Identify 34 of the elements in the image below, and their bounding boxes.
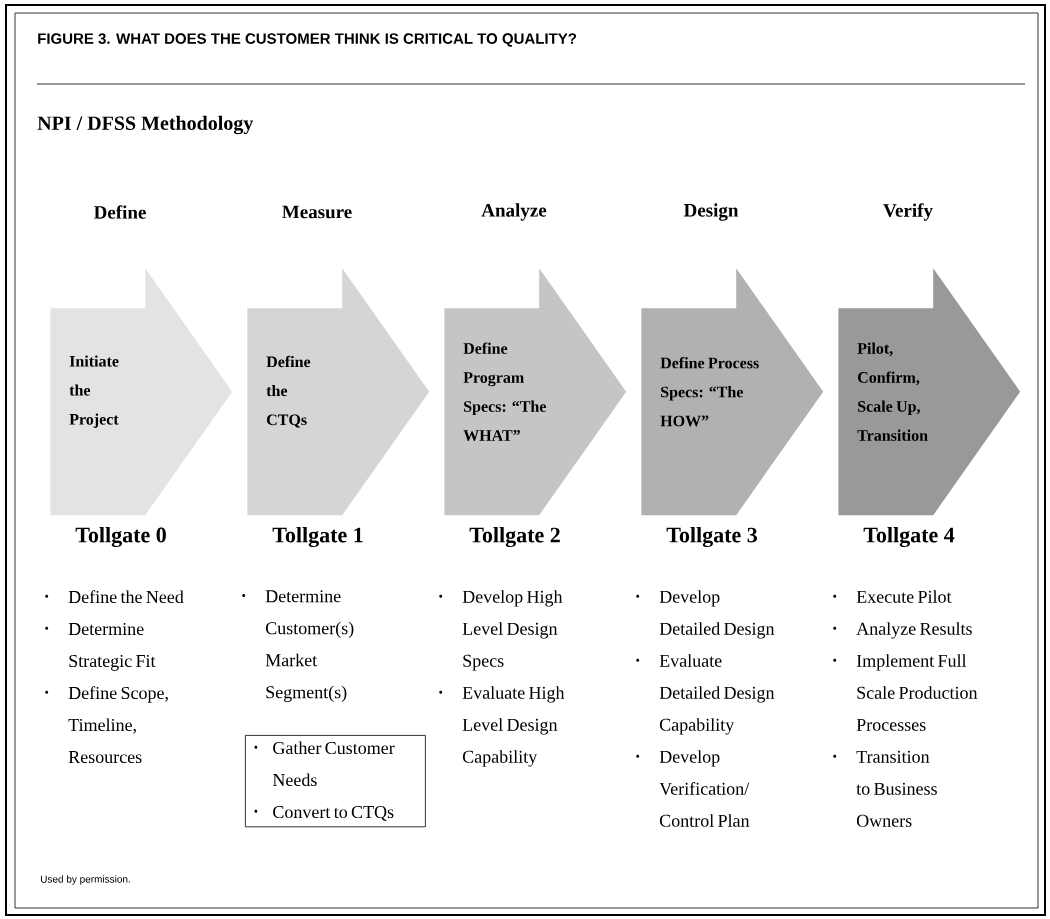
tollgate-heading: Tollgate 0 [75, 526, 166, 548]
bullet-item: Analyze Results [833, 622, 972, 639]
tollgate-heading: Tollgate 3 [666, 526, 757, 548]
figure-title: FIGURE 3. WHAT DOES THE CUSTOMER THINK IS CRITICAL TO QUALITY? [38, 33, 577, 47]
bullet-item: Determine Customer(s) Market Segment(s) [242, 590, 354, 702]
stage-heading: Verify [883, 203, 933, 221]
bullet-item: Gather Customer Needs [254, 741, 395, 787]
bullet-item: Evaluate High Level Design Capability [439, 686, 565, 767]
stage-heading: Define [93, 205, 146, 219]
bullet-item: Develop High Level Design Specs [439, 590, 563, 671]
stage-heading: Design [683, 203, 739, 221]
phase-block: Define Program Specs: “The WHAT” [444, 268, 627, 516]
bullet-item: Execute Pilot [833, 590, 952, 603]
subtitle: NPI / DFSS Methodology [37, 115, 254, 135]
bullet-item: Implement Full Scale Production Processes [833, 654, 978, 731]
bullet-item: Transition to Business Owners [833, 750, 937, 827]
stage-heading: Measure [282, 205, 352, 219]
bullet-item: Develop Verification/ Control Plan [636, 750, 750, 827]
bullet-item: Develop Detailed Design [636, 590, 775, 639]
boxed-list [245, 735, 426, 828]
tollgate-heading: Tollgate 2 [469, 526, 560, 548]
stage-heading: Analyze [481, 203, 547, 221]
bullet-item: Define Scope, Timeline, Resources [45, 686, 168, 764]
bullet-item: Determine Strategic Fit [45, 622, 156, 671]
bullet-item: Convert to CTQs [254, 806, 394, 821]
phase-block: Initiate the Project [50, 268, 233, 516]
credit-note: Used by permission. [40, 875, 130, 885]
tollgate-heading: Tollgate 1 [272, 526, 363, 548]
tollgate-heading: Tollgate 4 [863, 526, 955, 548]
bullet-item: Define the Need [45, 590, 184, 604]
bullet-item: Evaluate Detailed Design Capability [636, 654, 775, 735]
phase-block: Define Process Specs: “The HOW” [641, 268, 824, 516]
phase-block: Pilot, Confirm, Scale Up, Transition [838, 268, 1021, 516]
phase-block: Define the CTQs [247, 268, 430, 516]
